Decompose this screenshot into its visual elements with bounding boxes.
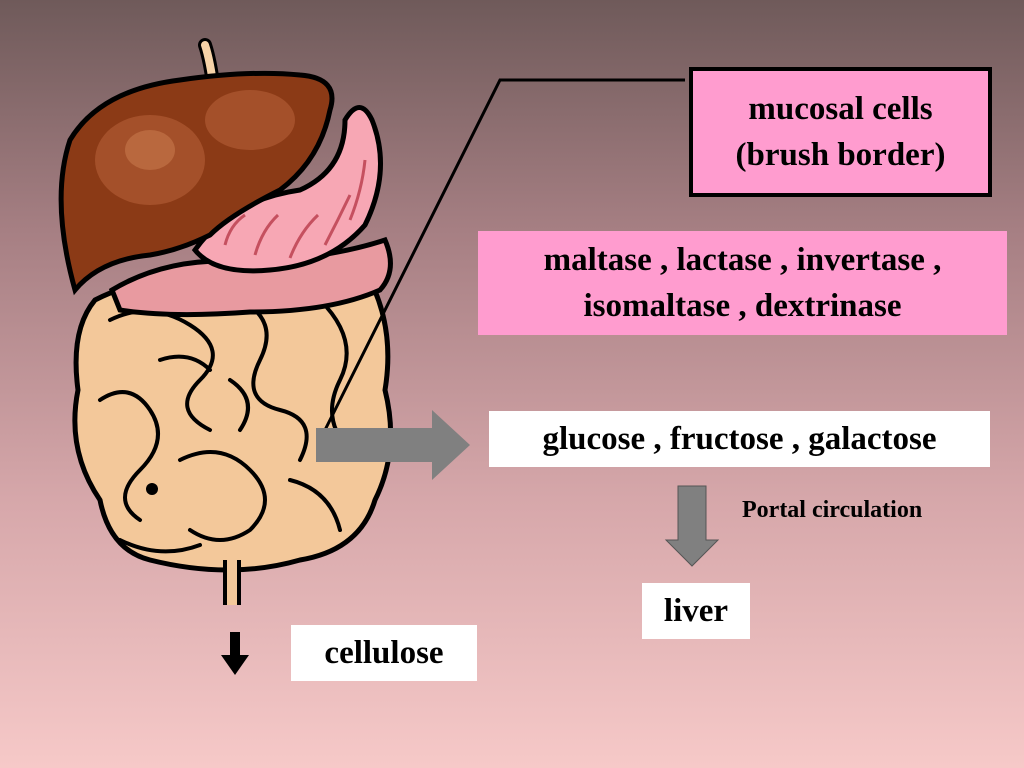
enzymes-box: maltase , lactase , invertase , isomalta… [478, 231, 1007, 335]
liver-text: liver [663, 592, 729, 629]
arrow-down-icon [664, 485, 720, 567]
cellulose-text: cellulose [324, 634, 444, 671]
pointer-line [318, 78, 685, 441]
mucosal-line-2: (brush border) [735, 137, 946, 173]
liver-box: liver [642, 583, 750, 639]
enzymes-line-2: isomaltase , dextrinase [583, 288, 902, 324]
black-arrow-down-icon [221, 632, 249, 675]
sugars-box: glucose , fructose , galactose [489, 411, 990, 467]
sugars-text: glucose , fructose , galactose [542, 420, 937, 457]
portal-circulation-label: Portal circulation [742, 494, 962, 526]
mucosal-line-1: mucosal cells [748, 91, 933, 127]
portal-text: Portal circulation [742, 496, 923, 523]
enzymes-line-1: maltase , lactase , invertase , [543, 242, 942, 278]
mucosal-cells-box: mucosal cells (brush border) [689, 67, 992, 197]
arrow-right-icon [316, 410, 470, 480]
cellulose-box: cellulose [291, 625, 477, 681]
